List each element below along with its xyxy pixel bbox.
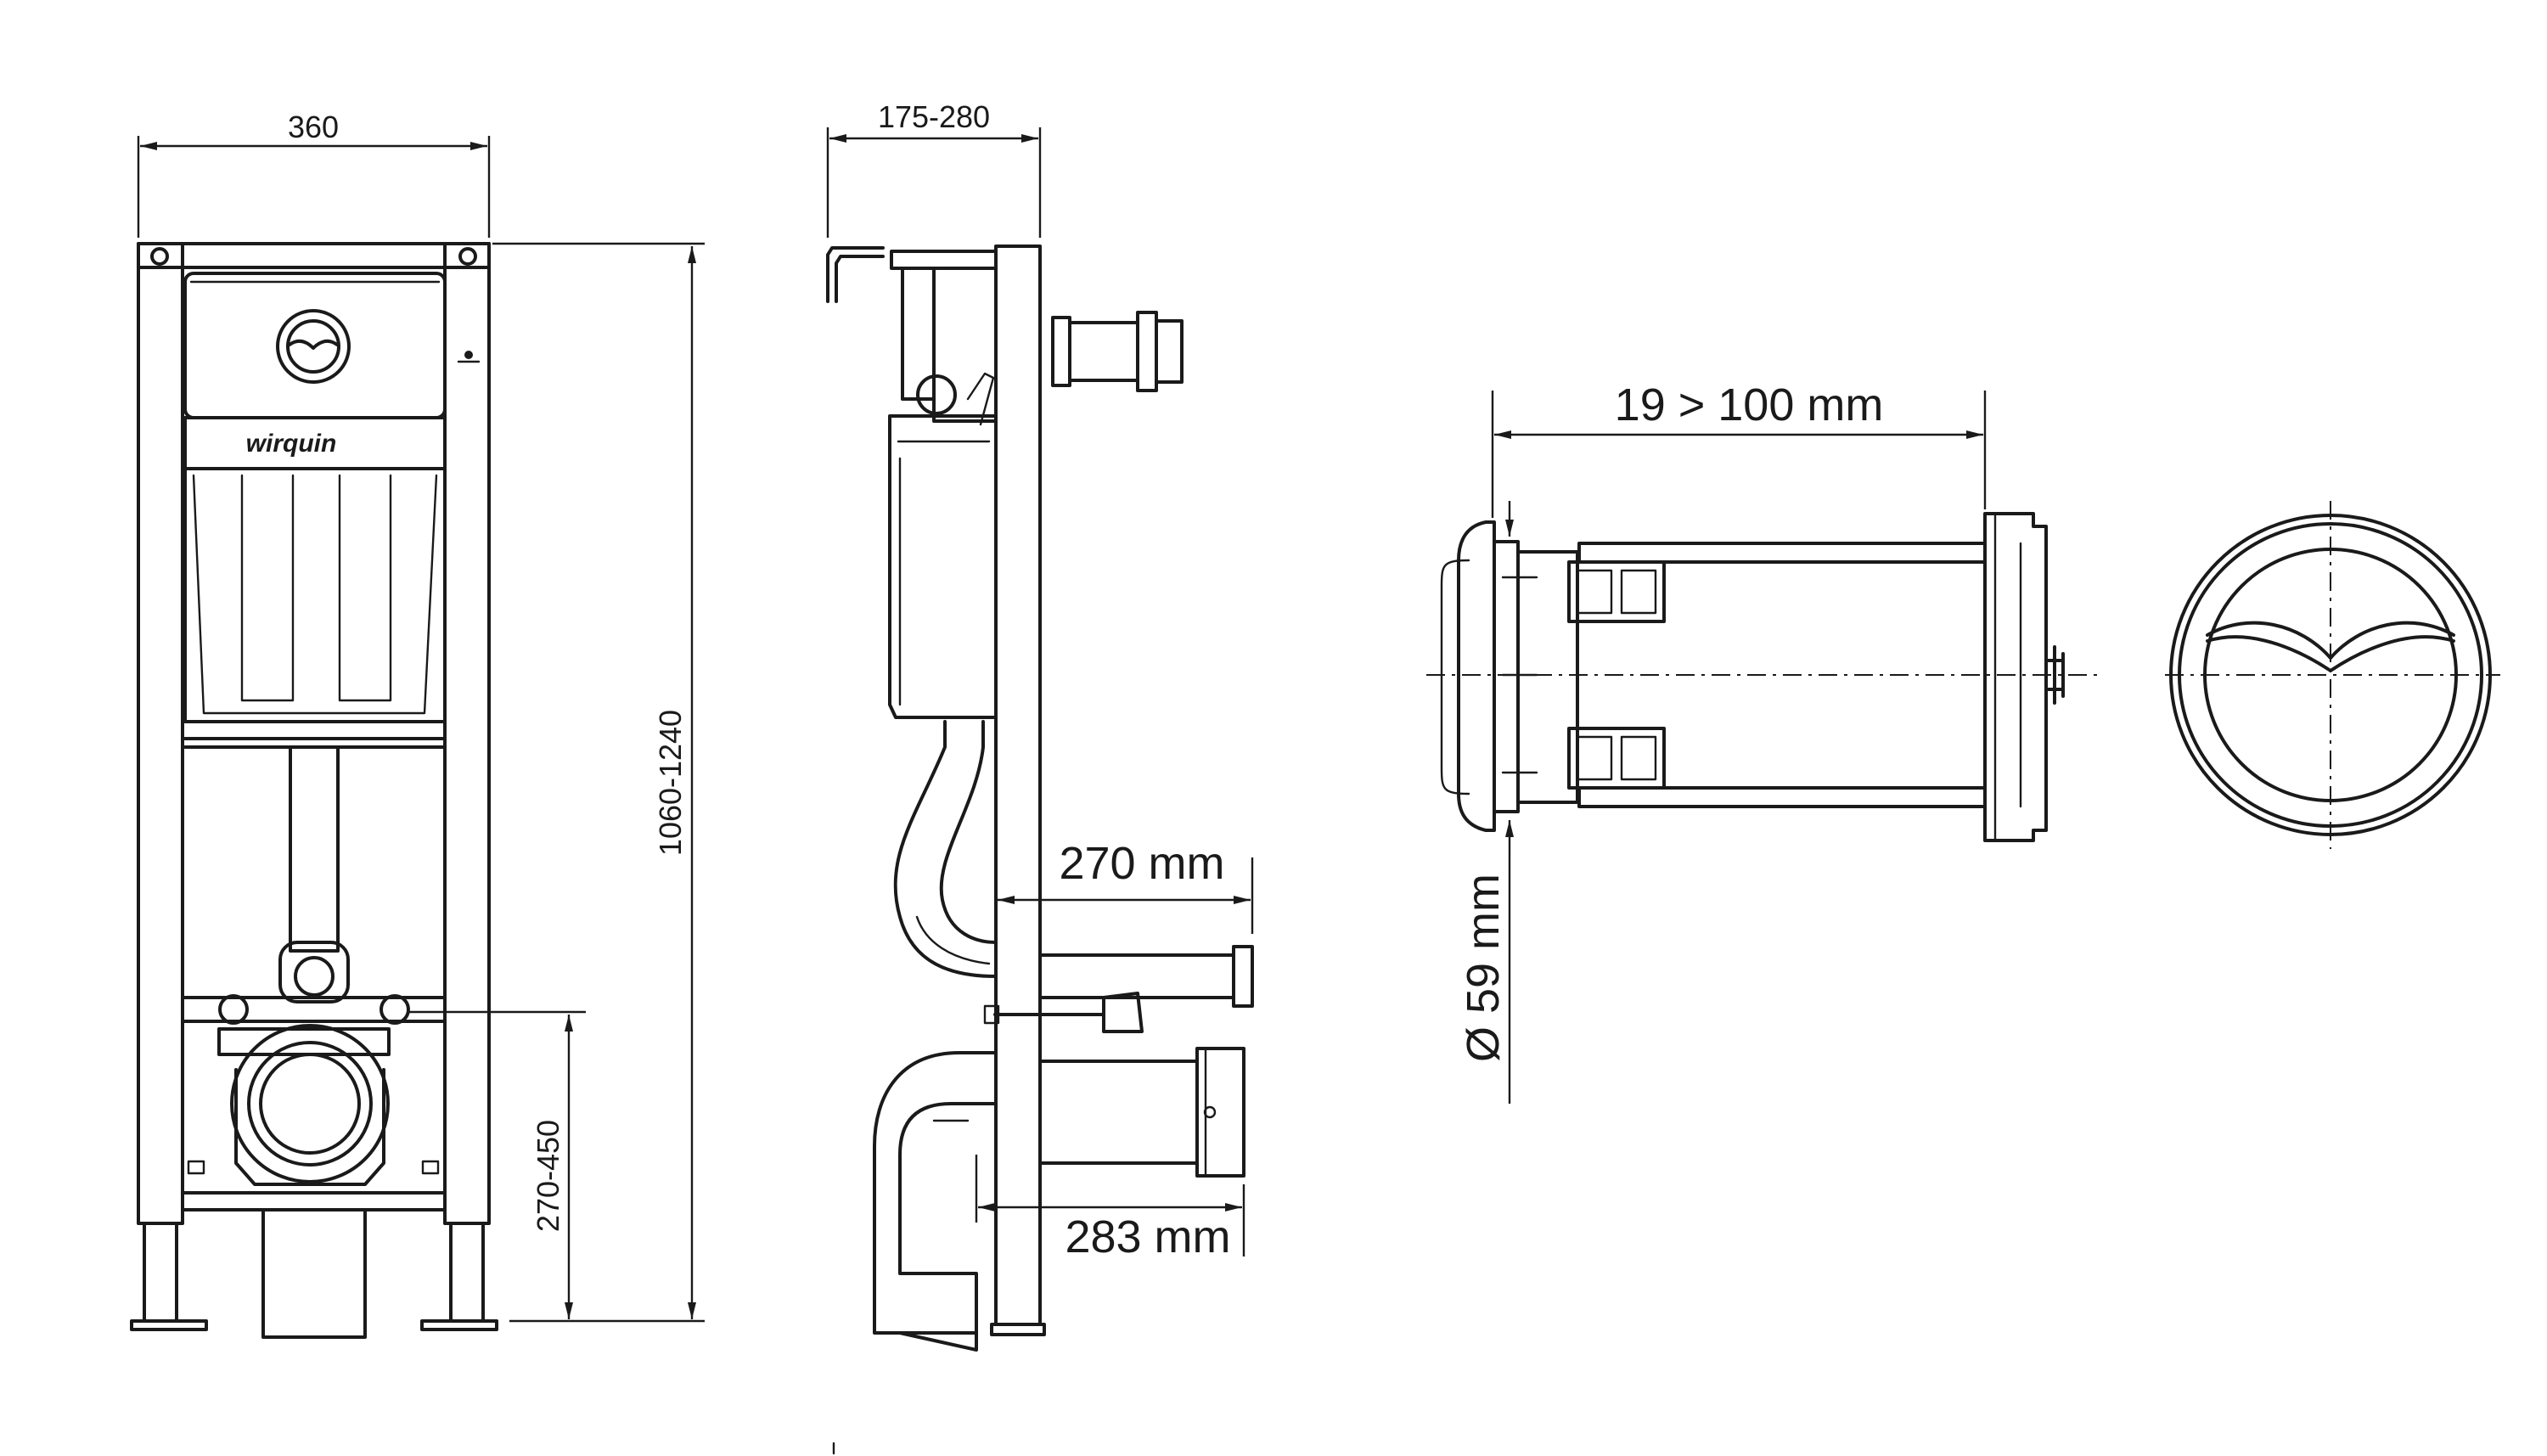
dimension-label-drain-height: 270-450	[531, 1120, 565, 1232]
button-side-detail	[1426, 512, 2097, 842]
dimension-label-height: 1060-1240	[653, 710, 688, 856]
dimension-label-inlet: 270 mm	[1059, 838, 1224, 889]
mid-crossbar	[181, 996, 447, 1023]
dimension-frame-height: 1060-1240	[492, 242, 705, 1323]
front-view: wirquin	[130, 242, 498, 1339]
flush-bend	[893, 720, 998, 978]
threaded-tube-bottom	[1577, 786, 1987, 808]
flush-button-icon	[276, 309, 351, 384]
dimension-button-thickness: 19 > 100 mm	[1491, 379, 1987, 518]
dimension-wall-depth: 175-280	[826, 99, 1042, 238]
dimension-label-button-thickness: 19 > 100 mm	[1615, 379, 1884, 430]
inlet-pipe	[1038, 953, 1235, 999]
top-crossbar	[137, 242, 491, 269]
dimension-label-wall-depth: 175-280	[878, 99, 990, 134]
cistern-brand-band	[183, 416, 447, 470]
button-front-detail	[2165, 501, 2500, 849]
threaded-tube-top	[1577, 542, 1987, 564]
dimension-inlet-projection: 270 mm	[998, 838, 1254, 934]
brand-logo: wirquin	[246, 430, 337, 458]
button-face-plate	[1457, 520, 1496, 832]
button-thread	[1068, 321, 1139, 382]
dimension-button-diameter: Ø 59 mm	[1458, 501, 1514, 1104]
left-post	[137, 242, 184, 1225]
dimension-frame-width: 360	[137, 110, 491, 238]
right-post	[443, 242, 491, 1225]
outlet-bend	[873, 1051, 998, 1335]
outlet-ring	[230, 1024, 390, 1183]
dimension-label-outlet: 283 mm	[1065, 1211, 1230, 1262]
outlet-pipe	[1038, 1060, 1199, 1165]
dimension-label-button-diameter: Ø 59 mm	[1458, 874, 1509, 1062]
dimension-outlet-projection: 283 mm	[975, 1155, 1245, 1262]
wall-hook	[826, 246, 885, 303]
side-view	[826, 245, 1254, 1352]
side-frame-post	[994, 245, 1042, 1326]
dimension-label-width: 360	[288, 110, 339, 144]
drain-pipe	[261, 1208, 367, 1339]
cistern-body	[183, 467, 447, 723]
flush-pipe	[289, 745, 340, 953]
button-end-plate	[1983, 512, 2048, 842]
dimension-drain-height: 270-450	[408, 1010, 586, 1319]
